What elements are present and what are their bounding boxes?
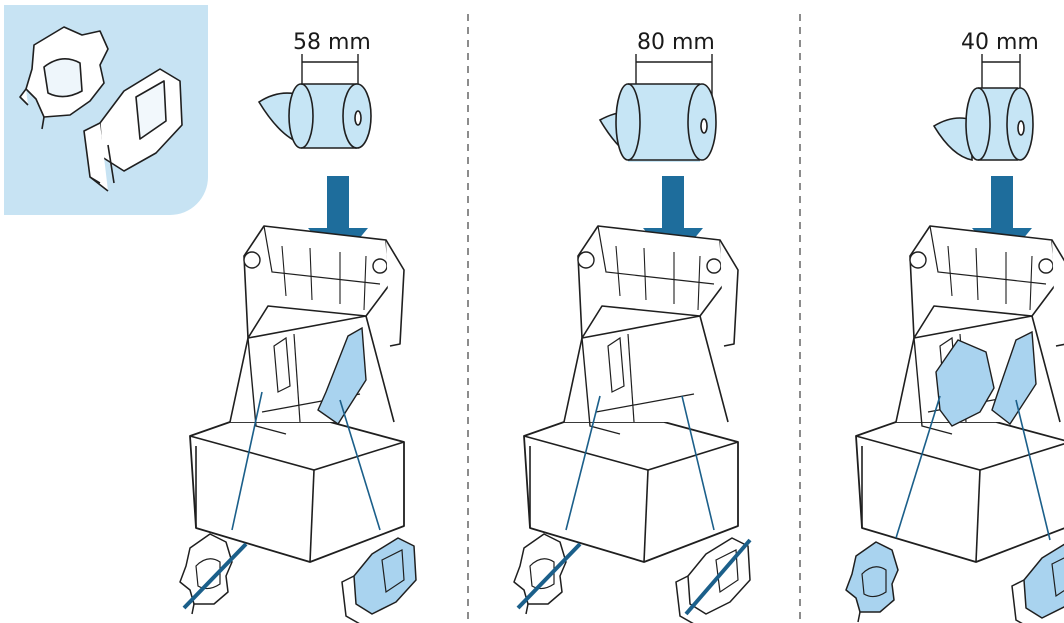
guide-right-installed-icon xyxy=(1011,541,1064,623)
pointer-line xyxy=(339,399,381,531)
roll-guides-inset-art xyxy=(19,26,183,192)
roll-guides-inset xyxy=(4,5,208,215)
width-label-40mm: 40 mm xyxy=(961,30,1039,55)
paper-roll-icon xyxy=(932,87,1034,161)
paper-roll-icon xyxy=(598,83,717,162)
strike-icon xyxy=(684,538,752,616)
pointer-line xyxy=(565,395,601,531)
panel-58mm xyxy=(179,54,417,623)
width-label-80mm: 80 mm xyxy=(637,30,715,55)
strike-icon xyxy=(182,542,248,610)
pointer-line xyxy=(231,391,263,531)
guide-right-installed-icon xyxy=(341,537,417,623)
installed-right-guide-icon xyxy=(317,326,367,425)
pointer-line xyxy=(681,395,715,531)
printer-icon xyxy=(189,225,405,563)
width-dimension-58mm xyxy=(301,54,359,86)
width-dimension-40mm xyxy=(981,54,1021,90)
installed-left-guide-icon xyxy=(935,339,995,427)
paper-roll-icon xyxy=(258,83,372,149)
roll-guide-left-icon xyxy=(19,26,109,130)
printer-icon xyxy=(523,225,739,563)
strike-icon xyxy=(516,542,582,610)
roll-guide-right-icon xyxy=(83,68,183,192)
pointer-line xyxy=(1015,399,1051,541)
pointer-line xyxy=(895,395,941,539)
width-label-58mm: 58 mm xyxy=(293,30,371,55)
guide-left-installed-icon xyxy=(845,541,899,623)
panel-80mm xyxy=(513,54,752,623)
installed-right-guide-icon xyxy=(991,330,1037,426)
panel-40mm xyxy=(845,54,1064,623)
